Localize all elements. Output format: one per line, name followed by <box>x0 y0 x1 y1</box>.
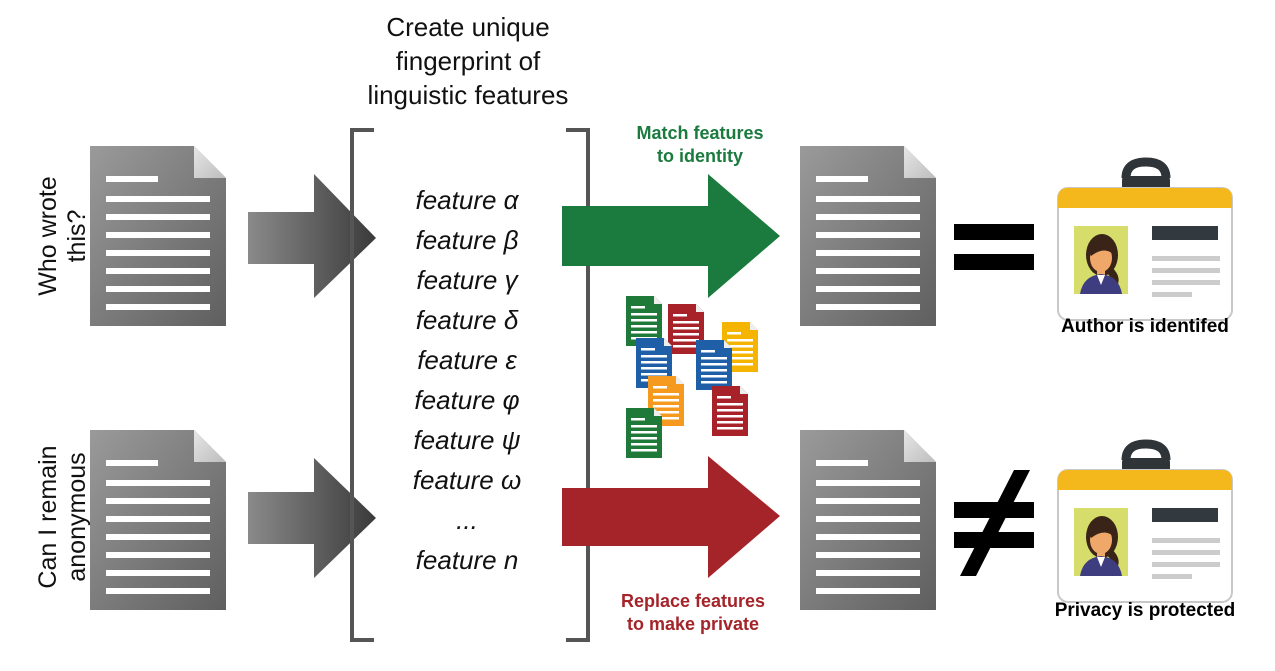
privacy-protected-label: Privacy is protected <box>1054 600 1236 621</box>
feature-item: feature n <box>415 545 519 575</box>
document-icon <box>800 146 936 326</box>
arrow-icon <box>248 174 376 298</box>
document-stack-icon <box>626 296 758 458</box>
feature-item: feature φ <box>414 385 520 415</box>
feature-item: feature γ <box>416 265 518 295</box>
bottom-question-line-1: Can I remain <box>34 445 62 589</box>
feature-item: feature ε <box>417 345 517 375</box>
feature-item: feature δ <box>415 305 519 335</box>
id-badge-icon <box>1058 444 1232 602</box>
feature-list: feature α feature β feature γ feature δ … <box>372 180 562 580</box>
fingerprint-title-line-3: linguistic features <box>367 80 569 110</box>
equals-icon <box>954 224 1034 270</box>
top-question-line-2: this? <box>63 209 91 263</box>
fingerprint-title: Create unique fingerprint of linguistic … <box>318 10 618 112</box>
match-caption: Match features to identity <box>600 122 800 168</box>
document-icon <box>90 430 226 610</box>
feature-item: feature α <box>415 185 519 215</box>
replace-arrow-icon <box>562 456 780 578</box>
replace-caption: Replace features to make private <box>580 590 806 636</box>
fingerprint-title-line-2: fingerprint of <box>395 46 541 76</box>
match-caption-line-2: to identity <box>657 146 743 166</box>
document-icon <box>90 146 226 326</box>
replace-caption-line-2: to make private <box>626 614 760 634</box>
bottom-question-line-2: anonymous <box>63 452 91 582</box>
feature-item: feature ω <box>412 465 522 495</box>
arrow-icon <box>248 458 376 578</box>
author-identified-label: Author is identifed <box>1061 316 1229 337</box>
bottom-question: Can I remain anonymous <box>34 432 92 602</box>
left-bracket <box>350 128 374 642</box>
feature-item: feature ψ <box>413 425 521 455</box>
top-question-line-1: Who wrote <box>34 176 62 296</box>
replace-caption-line-1: Replace features <box>620 591 766 611</box>
not-equal-icon <box>954 470 1034 576</box>
document-icon <box>800 430 936 610</box>
top-question: Who wrote this? <box>34 151 92 321</box>
feature-item: feature β <box>415 225 519 255</box>
match-arrow-icon <box>562 174 780 298</box>
feature-item: ... <box>456 505 478 535</box>
fingerprint-title-line-1: Create unique <box>386 12 550 42</box>
match-caption-line-1: Match features <box>636 123 764 143</box>
id-badge-icon <box>1058 162 1232 320</box>
right-bracket <box>566 128 590 642</box>
